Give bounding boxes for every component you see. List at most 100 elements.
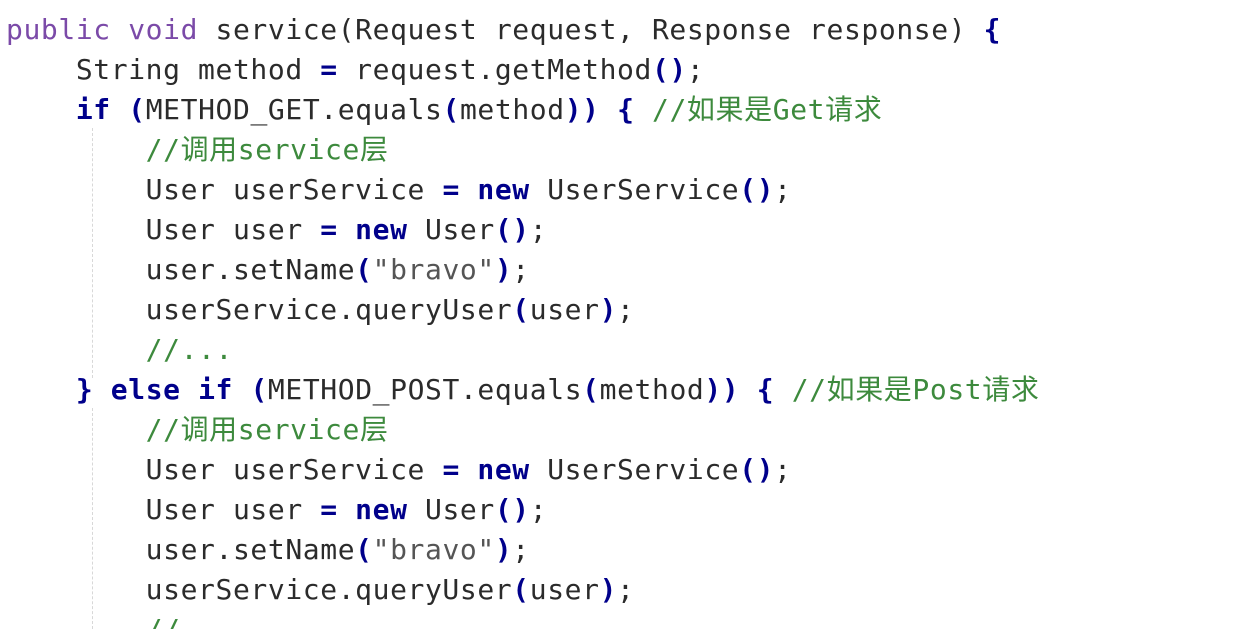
code-token: (	[582, 373, 600, 406]
code-keyword: public void	[6, 13, 199, 46]
code-token	[6, 93, 76, 126]
code-token	[600, 93, 617, 126]
code-token: }	[75, 373, 94, 406]
code-token	[460, 173, 477, 206]
code-token	[739, 373, 756, 406]
code-token	[338, 213, 355, 246]
code-keyword: new	[355, 213, 408, 246]
code-token: =	[442, 453, 460, 486]
code-token	[111, 93, 128, 126]
code-token: {	[983, 13, 1002, 46]
code-token: User	[407, 213, 495, 246]
code-token: METHOD_GET.equals	[145, 93, 443, 126]
code-token: ;	[617, 293, 635, 326]
code-token: ;	[686, 53, 705, 86]
code-line[interactable]: User userService = new UserService();	[6, 170, 792, 210]
code-token: (	[250, 373, 268, 406]
code-line[interactable]: if (METHOD_GET.equals(method)) { //如果是Ge…	[6, 90, 882, 130]
code-token: {	[756, 373, 775, 406]
code-token: (	[355, 253, 373, 286]
code-line[interactable]: user.setName("bravo");	[6, 250, 530, 290]
code-token: user	[529, 573, 600, 606]
code-line[interactable]: userService.queryUser(user);	[6, 570, 635, 610]
code-token: User user	[6, 493, 321, 526]
code-line[interactable]: //	[6, 610, 181, 629]
code-token: =	[320, 53, 338, 86]
code-comment: //	[6, 613, 181, 629]
code-keyword: new	[477, 173, 530, 206]
code-token: ;	[774, 453, 792, 486]
code-token	[338, 493, 355, 526]
code-line[interactable]: User user = new User();	[6, 490, 547, 530]
code-token	[233, 373, 250, 406]
code-keyword: new	[355, 493, 408, 526]
code-token	[6, 373, 76, 406]
code-token: METHOD_POST.equals	[267, 373, 583, 406]
code-token: request.getMethod	[337, 53, 652, 86]
code-token: user.setName	[6, 253, 356, 286]
code-line[interactable]: User user = new User();	[6, 210, 547, 250]
code-token: )	[494, 533, 513, 566]
code-comment: //调用service层	[6, 413, 389, 446]
code-token: userService.queryUser	[6, 573, 513, 606]
code-token: ()	[739, 173, 775, 206]
code-token: String method	[6, 53, 321, 86]
code-keyword: if	[75, 93, 111, 126]
code-token: userService.queryUser	[6, 293, 513, 326]
code-token: User user	[6, 213, 321, 246]
code-token: User	[407, 493, 495, 526]
code-line[interactable]: user.setName("bravo");	[6, 530, 530, 570]
code-token: method	[459, 93, 565, 126]
code-token	[460, 453, 477, 486]
code-line[interactable]: //...	[6, 330, 233, 370]
code-token: )	[599, 573, 618, 606]
code-token: user.setName	[6, 533, 356, 566]
code-token: )	[494, 253, 513, 286]
code-line[interactable]: userService.queryUser(user);	[6, 290, 635, 330]
code-keyword: else if	[110, 373, 233, 406]
code-token: =	[320, 213, 338, 246]
code-token: user	[529, 293, 600, 326]
code-token: (	[512, 293, 530, 326]
code-token: ;	[529, 493, 548, 526]
code-string: "bravo"	[372, 533, 495, 566]
code-token: ()	[739, 453, 775, 486]
code-token: ;	[512, 253, 530, 286]
code-token: )	[599, 293, 618, 326]
code-token: {	[617, 93, 635, 126]
code-token: UserService	[529, 453, 740, 486]
code-comment: //...	[6, 333, 233, 366]
code-token: =	[320, 493, 338, 526]
code-line[interactable]: //调用service层	[6, 410, 389, 450]
code-token: (	[512, 573, 530, 606]
code-token: (	[442, 93, 460, 126]
code-token: ()	[494, 213, 530, 246]
code-token: User userService	[6, 453, 443, 486]
code-token: ;	[529, 213, 548, 246]
code-line[interactable]: public void service(Request request, Res…	[6, 10, 1001, 50]
code-token: =	[442, 173, 460, 206]
code-token: ))	[564, 93, 600, 126]
code-token: ()	[494, 493, 530, 526]
code-token: ))	[704, 373, 740, 406]
code-token: User userService	[6, 173, 443, 206]
code-string: "bravo"	[372, 253, 495, 286]
code-token: (	[355, 533, 373, 566]
code-token	[93, 373, 110, 406]
code-token: ;	[512, 533, 530, 566]
code-line[interactable]: User userService = new UserService();	[6, 450, 792, 490]
code-token: service(Request request, Response respon…	[198, 13, 984, 46]
code-token: ;	[617, 573, 635, 606]
code-line[interactable]: String method = request.getMethod();	[6, 50, 704, 90]
code-token: method	[599, 373, 705, 406]
code-keyword: new	[477, 453, 530, 486]
code-token: ;	[774, 173, 792, 206]
indent-guide	[92, 128, 93, 378]
indent-guide	[92, 408, 93, 629]
code-line[interactable]: //调用service层	[6, 130, 389, 170]
code-comment: //调用service层	[6, 133, 389, 166]
code-line[interactable]: } else if (METHOD_POST.equals(method)) {…	[6, 370, 1039, 410]
code-comment: //如果是Post请求	[774, 373, 1040, 406]
code-token: UserService	[529, 173, 740, 206]
